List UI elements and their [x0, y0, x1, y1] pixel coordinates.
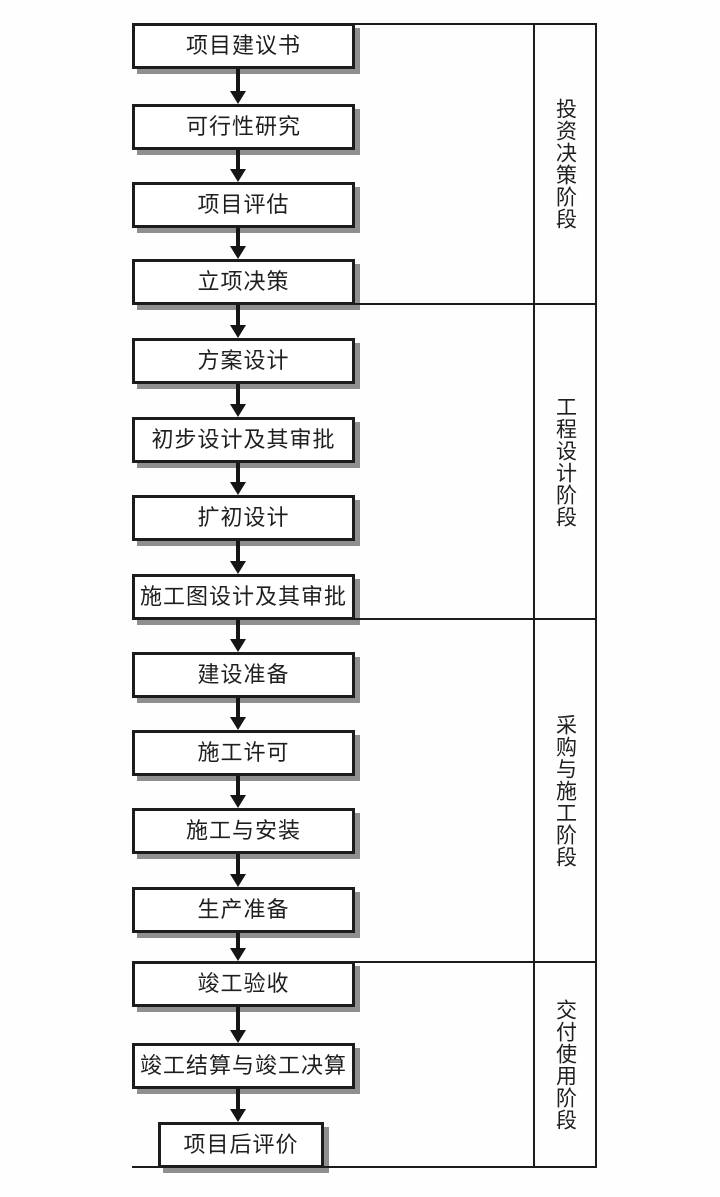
phase-section-engineering-design: 工程设计阶段 — [533, 303, 597, 620]
phase-boundary-line — [355, 303, 533, 305]
flow-step-label: 项目建议书 — [185, 33, 301, 58]
flow-step-label: 可行性研究 — [185, 114, 301, 139]
phase-boundary-line — [355, 618, 533, 620]
down-arrow-icon — [230, 698, 246, 730]
flow-step-label: 施工与安装 — [185, 818, 301, 843]
flow-step-label: 项目后评价 — [183, 1132, 299, 1157]
flow-step-label: 立项决策 — [197, 269, 290, 294]
flow-step-label: 扩初设计 — [197, 505, 290, 530]
flow-step-label: 施工图设计及其审批 — [139, 584, 347, 609]
down-arrow-icon — [230, 933, 246, 961]
flow-step-label: 方案设计 — [197, 348, 290, 373]
phase-boundary-line — [355, 961, 533, 963]
flow-step-scheme-design: 方案设计 — [132, 338, 355, 384]
down-arrow-icon — [230, 1089, 246, 1122]
phase-label: 交付使用阶段 — [553, 998, 578, 1131]
phase-label: 工程设计阶段 — [553, 395, 578, 528]
phase-section-procurement-construction: 采购与施工阶段 — [533, 618, 597, 963]
flow-step-label: 施工许可 — [197, 740, 290, 765]
flow-step-preliminary-design-approval: 初步设计及其审批 — [132, 417, 355, 463]
down-arrow-icon — [230, 1007, 246, 1043]
down-arrow-icon — [230, 150, 246, 182]
flow-step-construction-and-installation: 施工与安装 — [132, 808, 355, 854]
flow-step-production-preparation: 生产准备 — [132, 887, 355, 933]
flow-step-expanded-preliminary-design: 扩初设计 — [132, 495, 355, 541]
flow-step-feasibility-study: 可行性研究 — [132, 104, 355, 150]
phase-section-delivery-use: 交付使用阶段 — [533, 961, 597, 1168]
flow-step-construction-drawing-design-approval: 施工图设计及其审批 — [132, 574, 355, 620]
flow-step-label: 竣工验收 — [197, 971, 290, 996]
down-arrow-icon — [230, 463, 246, 495]
phase-label: 采购与施工阶段 — [553, 713, 578, 868]
phase-label: 投资决策阶段 — [553, 98, 578, 230]
down-arrow-icon — [230, 228, 246, 259]
down-arrow-icon — [230, 854, 246, 887]
down-arrow-icon — [230, 69, 246, 104]
flow-step-post-project-evaluation: 项目后评价 — [158, 1122, 324, 1168]
flow-step-project-approval-decision: 立项决策 — [132, 259, 355, 305]
down-arrow-icon — [230, 620, 246, 652]
flow-step-construction-permit: 施工许可 — [132, 730, 355, 776]
phase-section-investment-decision: 投资决策阶段 — [533, 23, 597, 305]
flow-step-label: 竣工结算与竣工决算 — [139, 1053, 347, 1078]
flow-step-label: 项目评估 — [197, 192, 290, 217]
down-arrow-icon — [230, 776, 246, 808]
down-arrow-icon — [230, 541, 246, 574]
flow-step-project-evaluation: 项目评估 — [132, 182, 355, 228]
flow-step-label: 初步设计及其审批 — [151, 427, 336, 452]
flow-step-label: 建设准备 — [197, 662, 290, 687]
down-arrow-icon — [230, 384, 246, 417]
flow-step-completion-settlement-final-accounts: 竣工结算与竣工决算 — [132, 1043, 355, 1089]
flow-step-completion-acceptance: 竣工验收 — [132, 961, 355, 1007]
flow-step-label: 生产准备 — [197, 897, 290, 922]
down-arrow-icon — [230, 305, 246, 338]
phase-boundary-line — [132, 1166, 533, 1168]
flow-step-project-proposal: 项目建议书 — [132, 23, 355, 69]
flow-step-construction-preparation: 建设准备 — [132, 652, 355, 698]
phase-boundary-line — [355, 23, 533, 25]
